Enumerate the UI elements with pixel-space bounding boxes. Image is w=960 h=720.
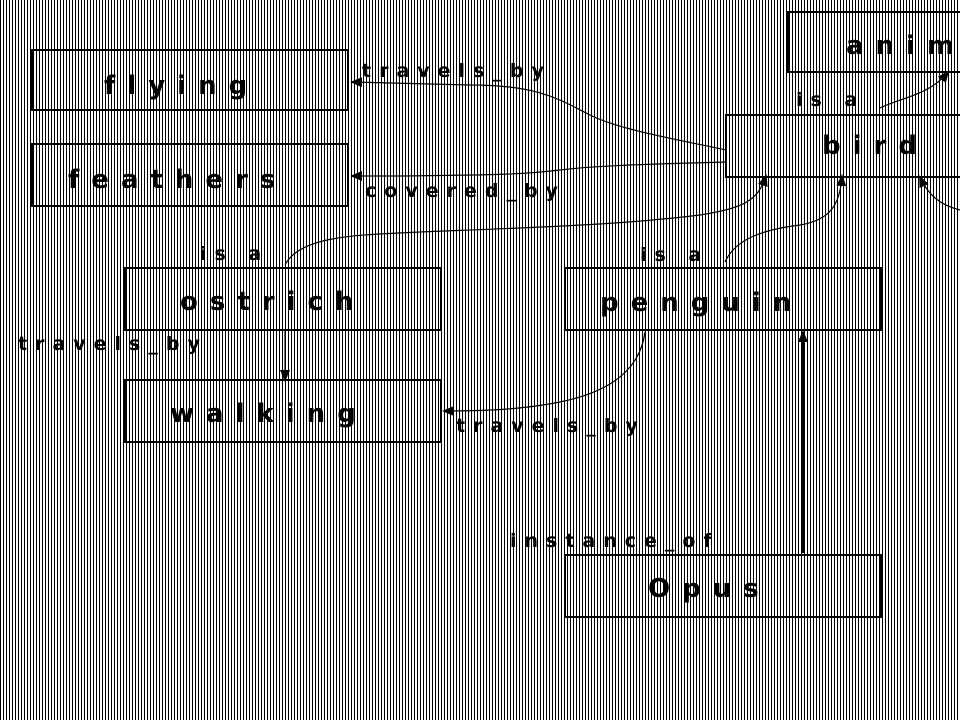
node-opus-label: Opus bbox=[648, 574, 771, 604]
node-bird-label: bird bbox=[822, 131, 929, 161]
edge-ostrich-travels-by-walking: travels_by bbox=[18, 330, 290, 382]
edge-label-ostrich-is-a: is a bbox=[200, 243, 269, 265]
node-bird: bird bbox=[725, 114, 960, 178]
node-flying-label: flying bbox=[104, 71, 259, 101]
node-ostrich: ostrich bbox=[124, 267, 442, 331]
edge-bird-covered-by-feathers: covered_by bbox=[350, 161, 727, 202]
node-ostrich-label: ostrich bbox=[180, 287, 365, 317]
edge-label-bird-covered-by: covered_by bbox=[365, 180, 566, 202]
node-walking: walking bbox=[124, 379, 442, 443]
edge-label-opus-instance-of: instance_of bbox=[510, 530, 720, 552]
edge-bird-to-animal-right bbox=[919, 175, 960, 211]
node-animal-label: anim bbox=[846, 31, 960, 61]
node-opus: Opus bbox=[564, 554, 882, 618]
node-animal: anim bbox=[787, 11, 960, 73]
edge-label-bird-is-a: is a bbox=[796, 89, 865, 111]
node-feathers-label: feathers bbox=[68, 165, 287, 195]
edge-bird-travels-by-flying: travels_by bbox=[350, 60, 727, 151]
node-flying: flying bbox=[31, 49, 349, 111]
edge-label-bird-travels-by: travels_by bbox=[362, 60, 552, 82]
edge-label-penguin-is-a: is a bbox=[640, 244, 709, 266]
edge-bird-is-a-animal: is a bbox=[796, 70, 950, 111]
node-walking-label: walking bbox=[170, 399, 368, 429]
edge-opus-instance-of-penguin: instance_of bbox=[510, 330, 808, 553]
edge-penguin-travels-by-walking: travels_by bbox=[442, 331, 646, 437]
node-feathers: feathers bbox=[31, 143, 349, 207]
edge-label-ostrich-travels-by: travels_by bbox=[18, 333, 208, 355]
edge-ostrich-is-a-bird: is a bbox=[200, 174, 768, 266]
edge-label-penguin-travels-by: travels_by bbox=[456, 415, 646, 437]
edge-penguin-is-a-bird: is a bbox=[640, 174, 847, 266]
node-penguin: penguin bbox=[564, 267, 882, 331]
node-penguin-label: penguin bbox=[600, 288, 803, 318]
